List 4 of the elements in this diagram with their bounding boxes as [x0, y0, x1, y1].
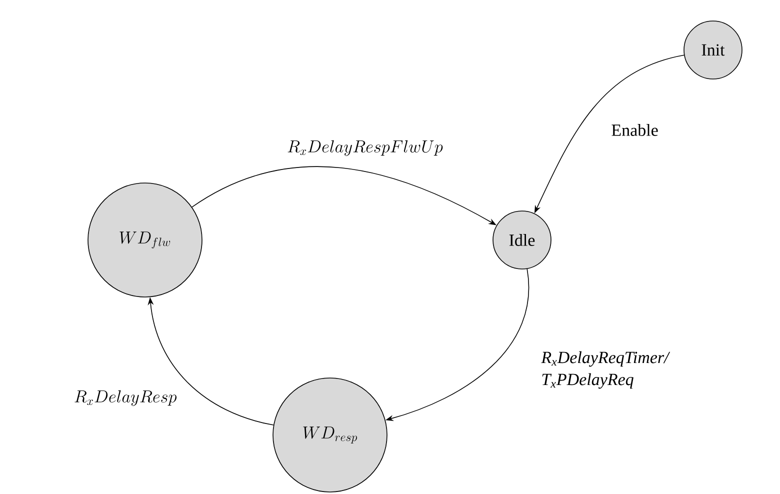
edge-label: Enable: [612, 124, 658, 136]
edge-label: $R_xDelayRespFlwUp$: [288, 140, 443, 156]
edge-label: R$_{x}$DelayReqTimer/ T$_{x}$PDelayReq: [541, 351, 670, 389]
edge-label: $R_xDelayResp$: [74, 390, 177, 406]
